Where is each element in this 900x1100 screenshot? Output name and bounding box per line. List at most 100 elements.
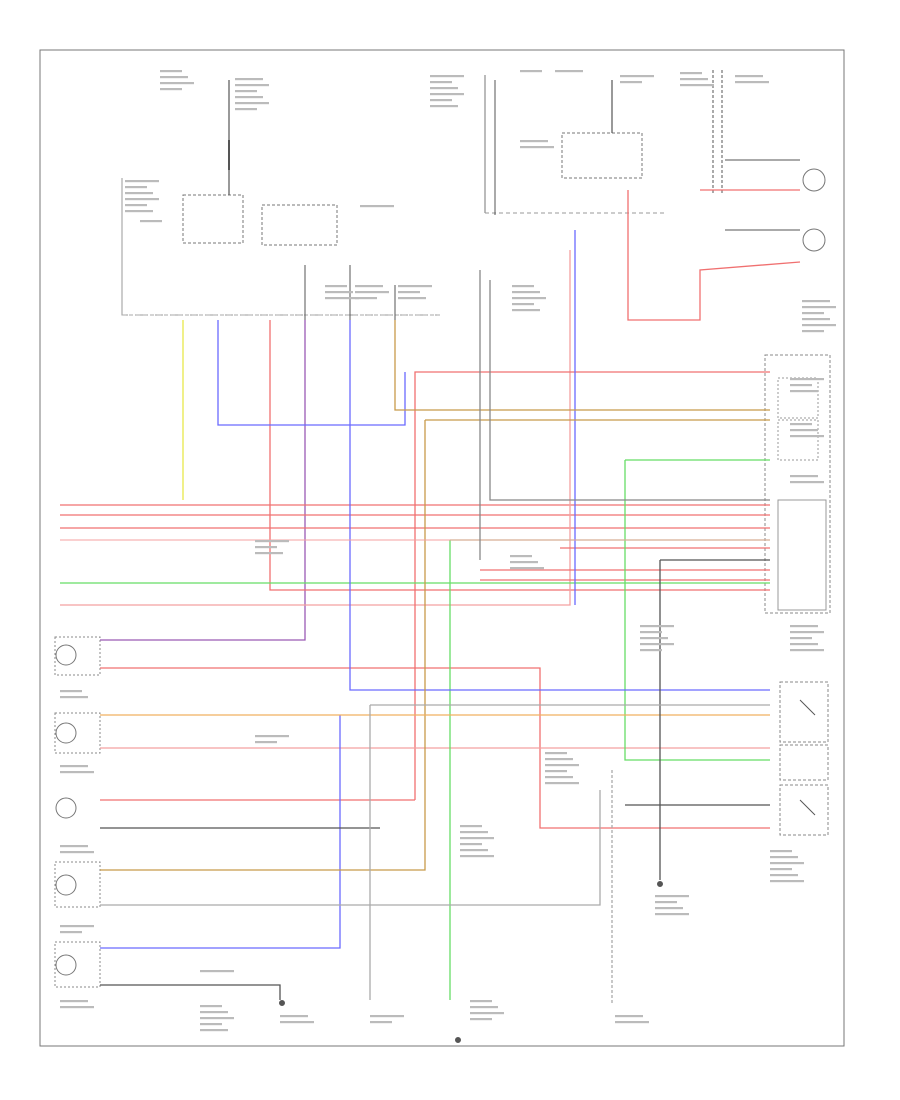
label-bar: [200, 1011, 228, 1014]
wire-black-2: [659, 559, 770, 880]
label-bar: [620, 75, 654, 78]
lamp-left-4: [55, 874, 77, 896]
label-bar: [355, 297, 377, 300]
label-bar: [802, 330, 824, 333]
label-bar: [125, 198, 159, 201]
label-bar: [680, 78, 708, 81]
label-bar: [460, 825, 482, 828]
label-bar: [802, 300, 830, 303]
label-bar: [802, 324, 836, 327]
label-bar: [460, 831, 488, 834]
label-bar: [620, 81, 642, 84]
wire-tan-2: [100, 419, 770, 871]
label-bar: [770, 880, 804, 883]
label-bar: [790, 435, 824, 438]
label-bar: [770, 856, 798, 859]
lamp-left-3: [55, 797, 77, 819]
label-bar: [512, 309, 540, 312]
wire-blue-2: [217, 320, 406, 426]
label-bar: [255, 735, 289, 738]
label-blocks: [60, 70, 836, 1032]
label-bar: [398, 291, 420, 294]
label-bar: [200, 1017, 234, 1020]
label-bar: [200, 1005, 222, 1008]
diagram-frame: [39, 49, 845, 1047]
label-bar: [430, 75, 464, 78]
label-bar: [545, 770, 567, 773]
label-bar: [655, 901, 677, 904]
switch-1: [779, 681, 829, 743]
label-bar: [160, 82, 194, 85]
control-module: [764, 354, 831, 614]
label-bar: [510, 567, 544, 570]
ground-1: [279, 1000, 285, 1006]
label-bar: [60, 771, 94, 774]
label-bar: [770, 862, 804, 865]
label-bar: [370, 1015, 404, 1018]
ground-symbols: [279, 881, 663, 1043]
label-bar: [460, 855, 494, 858]
wires: [60, 189, 801, 1005]
switch-3: [779, 784, 829, 836]
label-bar: [655, 895, 689, 898]
label-bar: [520, 140, 548, 143]
label-bar: [325, 285, 347, 288]
label-bar: [512, 297, 546, 300]
label-bar: [60, 931, 82, 934]
label-bar: [430, 99, 452, 102]
fuse-block-right: [484, 75, 665, 215]
label-bar: [640, 649, 662, 652]
label-bar: [790, 378, 824, 381]
label-bar: [470, 1018, 492, 1021]
label-bar: [615, 1015, 643, 1018]
label-bar: [790, 643, 818, 646]
label-bar: [510, 555, 532, 558]
switch-2: [779, 744, 829, 781]
label-bar: [255, 540, 289, 543]
label-bar: [790, 481, 824, 484]
label-bar: [790, 475, 818, 478]
label-bar: [160, 70, 182, 73]
label-bar: [545, 752, 567, 755]
label-bar: [60, 1000, 88, 1003]
label-bar: [140, 220, 162, 223]
wire-black-5: [100, 984, 281, 1000]
label-bar: [125, 210, 153, 213]
label-bar: [60, 1006, 94, 1009]
label-bar: [430, 93, 464, 96]
label-bar: [280, 1021, 314, 1024]
label-bar: [355, 285, 383, 288]
module-outline: [764, 354, 831, 614]
label-bar: [235, 90, 257, 93]
label-bar: [545, 764, 579, 767]
label-bar: [235, 84, 269, 87]
label-bar: [200, 1023, 222, 1026]
label-bar: [470, 1006, 498, 1009]
label-bar: [60, 765, 88, 768]
lamps-left: [54, 636, 101, 988]
label-bar: [735, 75, 763, 78]
label-bar: [160, 76, 188, 79]
ground-3: [455, 1037, 461, 1043]
label-bar: [460, 843, 482, 846]
label-bar: [360, 205, 394, 208]
wire-tan-1: [394, 320, 770, 411]
label-bar: [512, 303, 534, 306]
label-bar: [430, 105, 458, 108]
label-bar: [470, 1012, 504, 1015]
label-bar: [398, 285, 432, 288]
label-bar: [235, 102, 269, 105]
label-bar: [235, 78, 263, 81]
wire-red-6: [414, 371, 770, 800]
label-bar: [790, 423, 812, 426]
wire-blue-1: [349, 320, 770, 691]
label-bar: [790, 390, 818, 393]
label-bar: [802, 318, 830, 321]
label-bar: [615, 1021, 649, 1024]
label-bar: [125, 204, 147, 207]
switch-block-right: [779, 681, 829, 836]
label-bar: [680, 84, 714, 87]
lamp-top-1: [802, 168, 826, 192]
label-bar: [355, 291, 389, 294]
lamp-left-1: [55, 644, 77, 666]
